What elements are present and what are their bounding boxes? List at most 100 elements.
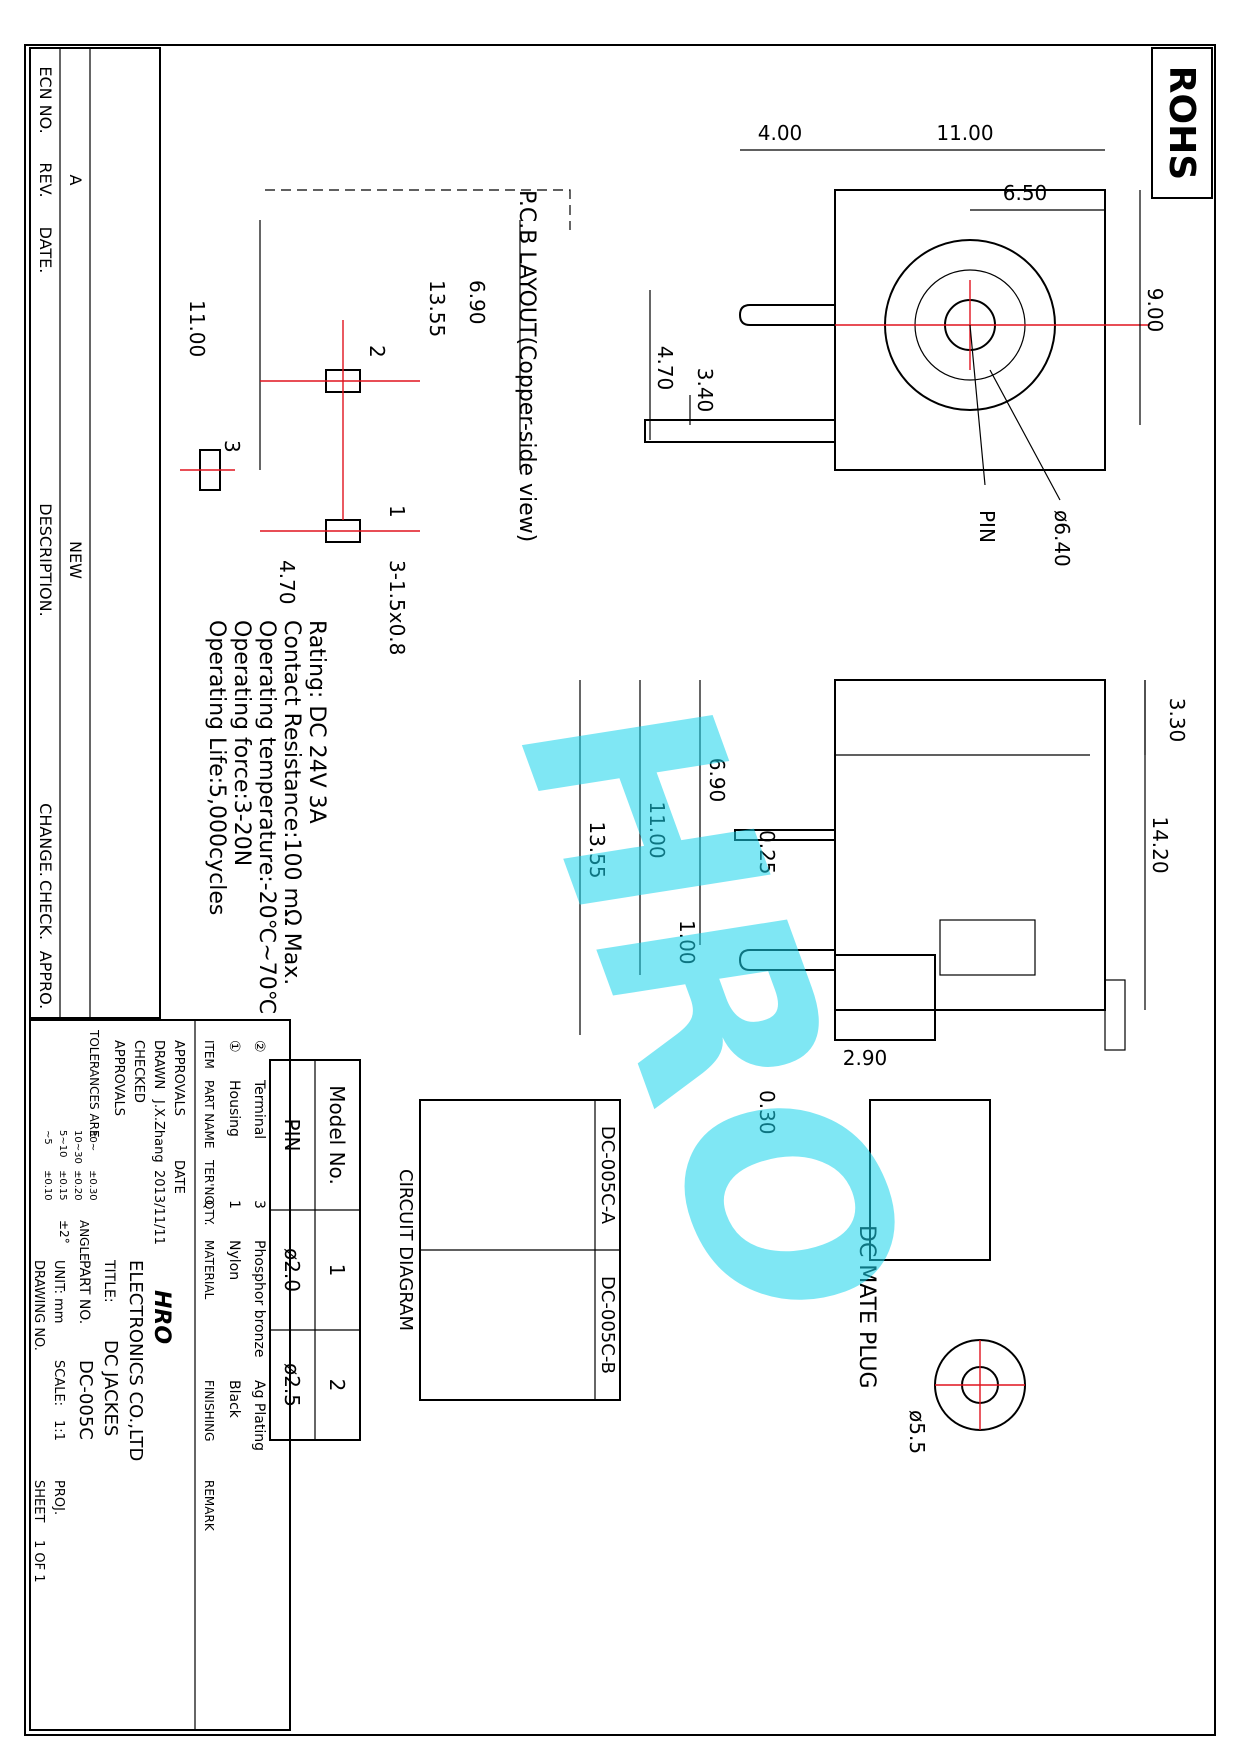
svg-text:APPRO.: APPRO. [36, 951, 55, 1009]
spec-line: Contact Resistance:100 mΩ Max. [279, 620, 304, 985]
jack-body-front [834, 189, 1106, 471]
svg-text:DC JACKES: DC JACKES [100, 1340, 121, 1436]
svg-text:14.20: 14.20 [1148, 816, 1172, 873]
technical-drawing: ROHS 11.00 4.00 6.50 9.00 4.70 3.40 ø6.4… [24, 44, 1216, 1736]
svg-text:REMARK: REMARK [202, 1480, 216, 1532]
svg-text:FINISHING: FINISHING [202, 1380, 216, 1441]
company-logo: HRO [149, 1290, 174, 1344]
svg-text:APPROVALS: APPROVALS [171, 1040, 186, 1116]
svg-text:CHANGE.: CHANGE. [36, 803, 55, 877]
svg-text:ECN NO.: ECN NO. [36, 66, 55, 133]
spec-line: Operating temperature:-20℃~70℃ [254, 620, 279, 1014]
svg-text:2.90: 2.90 [843, 1046, 888, 1070]
svg-text:3.30: 3.30 [1165, 698, 1189, 743]
svg-text:ø2.0: ø2.0 [280, 1248, 304, 1292]
svg-text:30~: 30~ [87, 1130, 98, 1151]
svg-text:DATE: DATE [171, 1160, 186, 1194]
svg-text:ROHS: ROHS [1161, 66, 1202, 180]
svg-text:5~10: 5~10 [57, 1130, 68, 1157]
svg-text:CHECKED: CHECKED [131, 1040, 146, 1103]
svg-text:1: 1 [385, 505, 409, 518]
svg-text:Terminal: Terminal [251, 1079, 267, 1139]
front-view: 11.00 4.00 6.50 9.00 4.70 3.40 ø6.40 PIN [644, 121, 1167, 567]
svg-text:P.C.B LAYOUT(Copper-side view: P.C.B LAYOUT(Copper-side view) [514, 190, 539, 542]
svg-text:1 OF 1: 1 OF 1 [31, 1540, 46, 1583]
svg-text:DC-005C-A: DC-005C-A [597, 1126, 618, 1225]
svg-text:3-1.5x0.8: 3-1.5x0.8 [385, 560, 409, 655]
svg-text:SCALE:: SCALE: [51, 1360, 66, 1406]
svg-text:REV.: REV. [36, 162, 55, 197]
svg-text:ANGLE: ANGLE [77, 1220, 91, 1261]
svg-text:13.55: 13.55 [585, 821, 609, 878]
svg-text:TOLERANCES ARE: TOLERANCES ARE [87, 1029, 101, 1138]
svg-text:NEW: NEW [66, 541, 85, 579]
svg-text:PIN: PIN [975, 510, 999, 543]
svg-text:DRAWING NO.: DRAWING NO. [31, 1260, 46, 1351]
svg-text:Ag Plating: Ag Plating [251, 1380, 267, 1451]
svg-text:②: ② [251, 1040, 267, 1053]
pcb-layout: P.C.B LAYOUT(Copper-side view) 2 1 3 6.9… [180, 189, 571, 655]
svg-text:Model No.: Model No. [325, 1085, 349, 1185]
svg-text:2013/11/11: 2013/11/11 [151, 1170, 166, 1245]
svg-text:1: 1 [325, 1264, 349, 1277]
svg-text:DC-005C-B: DC-005C-B [597, 1276, 618, 1374]
svg-text:6.90: 6.90 [465, 280, 489, 325]
spec-line: Operating Life:5,000cycles [204, 620, 229, 915]
svg-text:Housing: Housing [226, 1080, 242, 1137]
svg-text:2: 2 [365, 345, 389, 358]
svg-text:DESCRIPTION.: DESCRIPTION. [36, 503, 55, 616]
pin-tab-side [644, 419, 836, 443]
svg-text:4.00: 4.00 [758, 121, 803, 145]
revision-block: ECN NO. REV. DATE. DESCRIPTION. CHANGE. … [29, 47, 161, 1019]
svg-text:CHECK.: CHECK. [36, 880, 55, 940]
svg-text:TITLE:: TITLE: [101, 1259, 117, 1303]
svg-text:±2°: ±2° [57, 1220, 71, 1244]
drawing-sheet: ROHS 11.00 4.00 6.50 9.00 4.70 3.40 ø6.4… [20, 40, 1220, 1740]
svg-text:Nylon: Nylon [226, 1240, 242, 1280]
svg-text:~5: ~5 [42, 1130, 53, 1145]
svg-text:PART NO.: PART NO. [76, 1260, 92, 1324]
svg-text:TER'NO.: TER'NO. [202, 1159, 216, 1208]
svg-text:UNIT: mm: UNIT: mm [51, 1260, 66, 1323]
svg-text:±0.10: ±0.10 [42, 1170, 53, 1201]
svg-text:4.70: 4.70 [275, 560, 299, 605]
svg-text:ø5.5: ø5.5 [905, 1410, 929, 1454]
rohs-badge: ROHS [1151, 47, 1213, 199]
svg-text:11.00: 11.00 [645, 801, 669, 858]
svg-text:9.00: 9.00 [1143, 288, 1167, 333]
svg-text:MATERIAL: MATERIAL [202, 1240, 216, 1300]
svg-text:1.00: 1.00 [675, 920, 699, 965]
svg-text:13.55: 13.55 [425, 280, 449, 337]
svg-text:CIRCUIT DIAGRAM: CIRCUIT DIAGRAM [395, 1169, 416, 1331]
svg-text:J.X.Zhang: J.X.Zhang [151, 1099, 166, 1163]
svg-text:A: A [66, 175, 85, 186]
svg-text:±0.20: ±0.20 [72, 1170, 83, 1201]
sheet-border [24, 44, 1216, 1736]
svg-text:3.40: 3.40 [693, 368, 717, 413]
svg-text:DATE.: DATE. [36, 227, 55, 274]
jack-body-side [834, 679, 1106, 1011]
svg-text:Black: Black [226, 1380, 242, 1419]
svg-text:PROJ.: PROJ. [51, 1480, 66, 1515]
svg-text:SHEET: SHEET [31, 1480, 46, 1522]
svg-text:1: 1 [226, 1200, 242, 1209]
title-block: ② ① Terminal Housing 3 1 Phosphor bronze… [29, 1019, 291, 1731]
svg-text:QTY.: QTY. [202, 1200, 216, 1226]
circuit-diagram: DC-005C-A DC-005C-B CIRCUIT DIAGRAM [395, 1099, 621, 1401]
svg-text:0.25: 0.25 [755, 830, 779, 875]
svg-text:10~30: 10~30 [72, 1130, 83, 1164]
svg-text:APPROVALS: APPROVALS [111, 1040, 126, 1116]
svg-text:±0.30: ±0.30 [87, 1170, 98, 1201]
svg-text:ITEM: ITEM [202, 1040, 216, 1069]
svg-text:0.30: 0.30 [755, 1090, 779, 1135]
svg-text:DC-005C: DC-005C [75, 1360, 96, 1440]
svg-text:ø6.40: ø6.40 [1050, 510, 1074, 567]
side-view: 14.20 3.30 6.90 11.00 13.55 0.25 1.00 2.… [579, 679, 1189, 1135]
svg-text:①: ① [226, 1040, 242, 1053]
svg-text:3: 3 [220, 440, 244, 453]
svg-text:PIN: PIN [280, 1119, 304, 1152]
spec-line: Rating: DC 24V 3A [304, 620, 329, 824]
svg-text:ø2.5: ø2.5 [280, 1363, 304, 1407]
svg-text:ELECTRONICS CO.,LTD: ELECTRONICS CO.,LTD [125, 1260, 146, 1461]
